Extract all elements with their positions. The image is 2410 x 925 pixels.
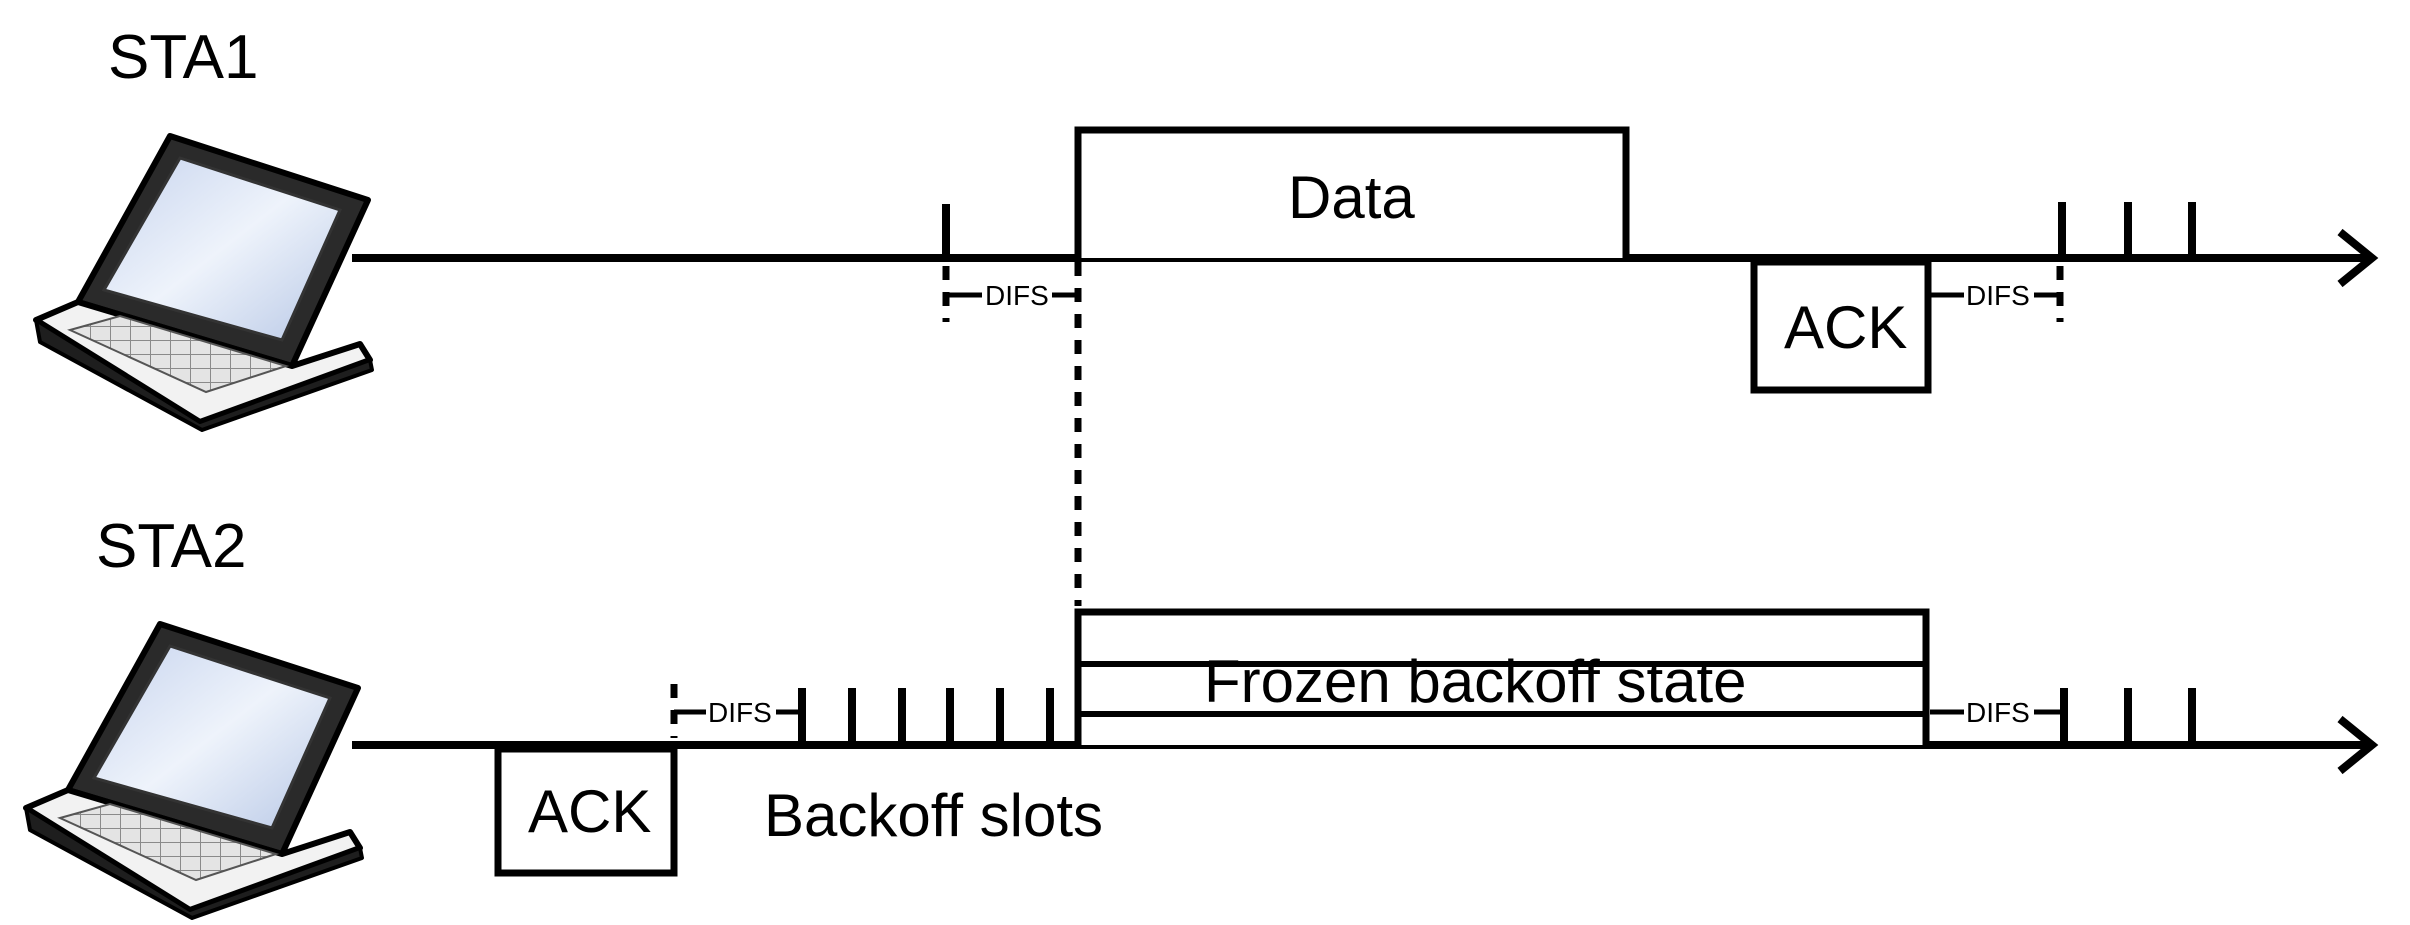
sta1-difs-label-2: DIFS — [1966, 280, 2030, 311]
sta2-frozen-label: Frozen backoff state — [1204, 648, 1747, 715]
sta2-label: STA2 — [96, 512, 246, 581]
sta2-ack-frame — [494, 745, 678, 877]
sta1-label: STA1 — [108, 23, 258, 92]
sta2-backoff-label: Backoff slots — [764, 782, 1103, 849]
sta1-arrowhead — [2337, 228, 2379, 288]
laptop-icon — [23, 621, 364, 920]
sta2-arrowhead — [2337, 715, 2379, 775]
sta1-data-frame — [1074, 126, 1630, 258]
laptop-icon — [33, 133, 374, 432]
sta2-ack-label: ACK — [528, 778, 651, 845]
sta1-difs-label-1: DIFS — [985, 280, 1049, 311]
sta2-difs-label-2: DIFS — [1966, 697, 2030, 728]
sta2-frozen-backoff-box — [1074, 608, 1930, 745]
sta1-ack-label: ACK — [1784, 294, 1907, 361]
sta2-difs-label-1: DIFS — [708, 697, 772, 728]
sta1-ack-frame — [1750, 258, 1932, 394]
sta1-data-label: Data — [1288, 164, 1415, 231]
